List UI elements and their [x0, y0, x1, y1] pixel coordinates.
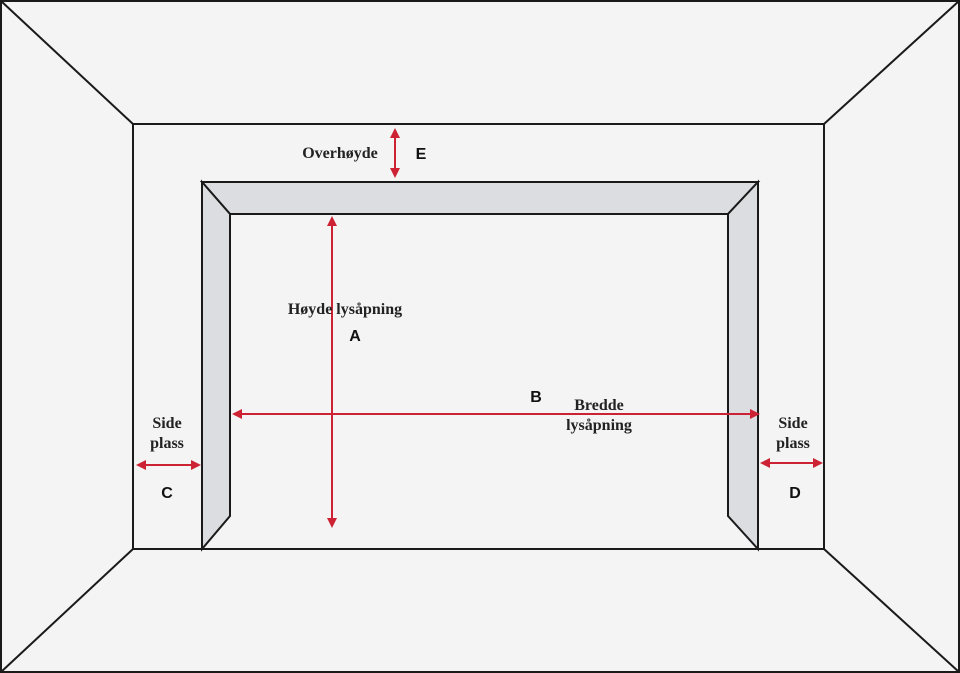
side-left-letter: C	[161, 485, 173, 502]
side-right-label-line2: plass	[776, 435, 810, 452]
overheight-label: Overhøyde	[302, 145, 378, 162]
frame-header	[199, 181, 761, 215]
width-label-line1: Bredde	[574, 397, 623, 414]
width-letter: B	[530, 389, 542, 406]
frame-right-jamb	[727, 179, 759, 552]
side-right-letter: D	[789, 485, 801, 502]
overheight-letter: E	[416, 146, 427, 163]
height-label: Høyde lysåpning	[288, 301, 402, 318]
height-letter: A	[349, 328, 361, 345]
back-wall	[132, 123, 825, 550]
perspective-line-top-right	[823, 0, 960, 125]
side-left-label-line2: plass	[150, 435, 184, 452]
dimension-arrows	[136, 128, 823, 528]
door-frame	[199, 179, 761, 552]
side-left-label-line1: Side	[152, 415, 181, 432]
perspective-line-top-left	[0, 0, 134, 125]
perspective-line-bottom-right	[823, 548, 960, 673]
width-label-line2: lysåpning	[566, 417, 632, 434]
perspective-line-bottom-left	[0, 548, 134, 673]
frame-left-jamb	[201, 179, 231, 552]
side-right-label-line1: Side	[778, 415, 807, 432]
